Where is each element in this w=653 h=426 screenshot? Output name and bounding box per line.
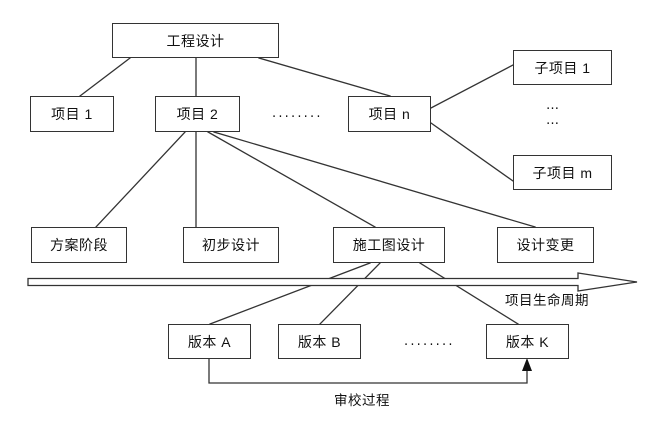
edge-project2-to-construction-drawing <box>207 131 376 228</box>
node-project-2-label: 项目 2 <box>176 106 219 122</box>
node-project-2[interactable]: 项目 2 <box>155 96 240 132</box>
node-subproject-1-label: 子项目 1 <box>534 59 591 76</box>
node-root-label: 工程设计 <box>166 32 225 49</box>
node-subproject-m-label: 子项目 m <box>532 164 593 181</box>
node-preliminary-design[interactable]: 初步设计 <box>183 227 279 263</box>
node-construction-drawing-design[interactable]: 施工图设计 <box>333 227 445 263</box>
node-preliminary-design-label: 初步设计 <box>202 237 260 253</box>
ellipsis-subprojects-line1: … <box>546 98 561 113</box>
edge-root-to-project1 <box>79 57 131 97</box>
edge-project2-to-scheme-stage <box>95 131 186 228</box>
edge-construction-drawing-to-version-k <box>419 262 519 325</box>
node-version-k-label: 版本 K <box>505 333 550 350</box>
node-project-1[interactable]: 项目 1 <box>30 96 114 132</box>
node-scheme-stage[interactable]: 方案阶段 <box>31 227 127 263</box>
ellipsis-projects: ........ <box>272 106 323 121</box>
node-version-b[interactable]: 版本 B <box>278 324 361 359</box>
edge-construction-drawing-to-version-a <box>209 262 371 325</box>
node-subproject-1[interactable]: 子项目 1 <box>513 50 612 85</box>
node-project-1-label: 项目 1 <box>51 106 93 122</box>
edge-construction-drawing-to-version-b <box>319 262 381 325</box>
timeline-arrow-icon <box>27 272 638 292</box>
node-root-engineering-design[interactable]: 工程设计 <box>112 23 279 58</box>
node-version-a[interactable]: 版本 A <box>168 324 251 359</box>
node-project-n[interactable]: 项目 n <box>348 96 431 132</box>
node-version-k[interactable]: 版本 K <box>486 324 569 359</box>
node-project-n-label: 项目 n <box>368 106 411 122</box>
ellipsis-subprojects-line2: … <box>546 113 561 128</box>
ellipsis-versions: ........ <box>404 334 455 349</box>
label-review-process: 审校过程 <box>334 393 390 408</box>
edge-review-loop <box>208 358 528 384</box>
node-version-b-label: 版本 B <box>297 333 342 350</box>
node-version-a-label: 版本 A <box>187 333 232 350</box>
edge-projectn-to-subproject1 <box>430 64 514 109</box>
edge-projectn-to-subprojectm <box>430 122 514 182</box>
node-construction-drawing-design-label: 施工图设计 <box>352 237 426 253</box>
node-design-change[interactable]: 设计变更 <box>497 227 594 263</box>
node-design-change-label: 设计变更 <box>516 237 575 253</box>
label-project-lifecycle: 项目生命周期 <box>505 293 589 308</box>
node-subproject-m[interactable]: 子项目 m <box>513 155 612 190</box>
edge-project2-to-design-change <box>213 131 536 228</box>
node-scheme-stage-label: 方案阶段 <box>50 237 108 253</box>
review-loop-arrowhead-icon <box>522 358 532 371</box>
edge-root-to-projectn <box>258 57 391 97</box>
